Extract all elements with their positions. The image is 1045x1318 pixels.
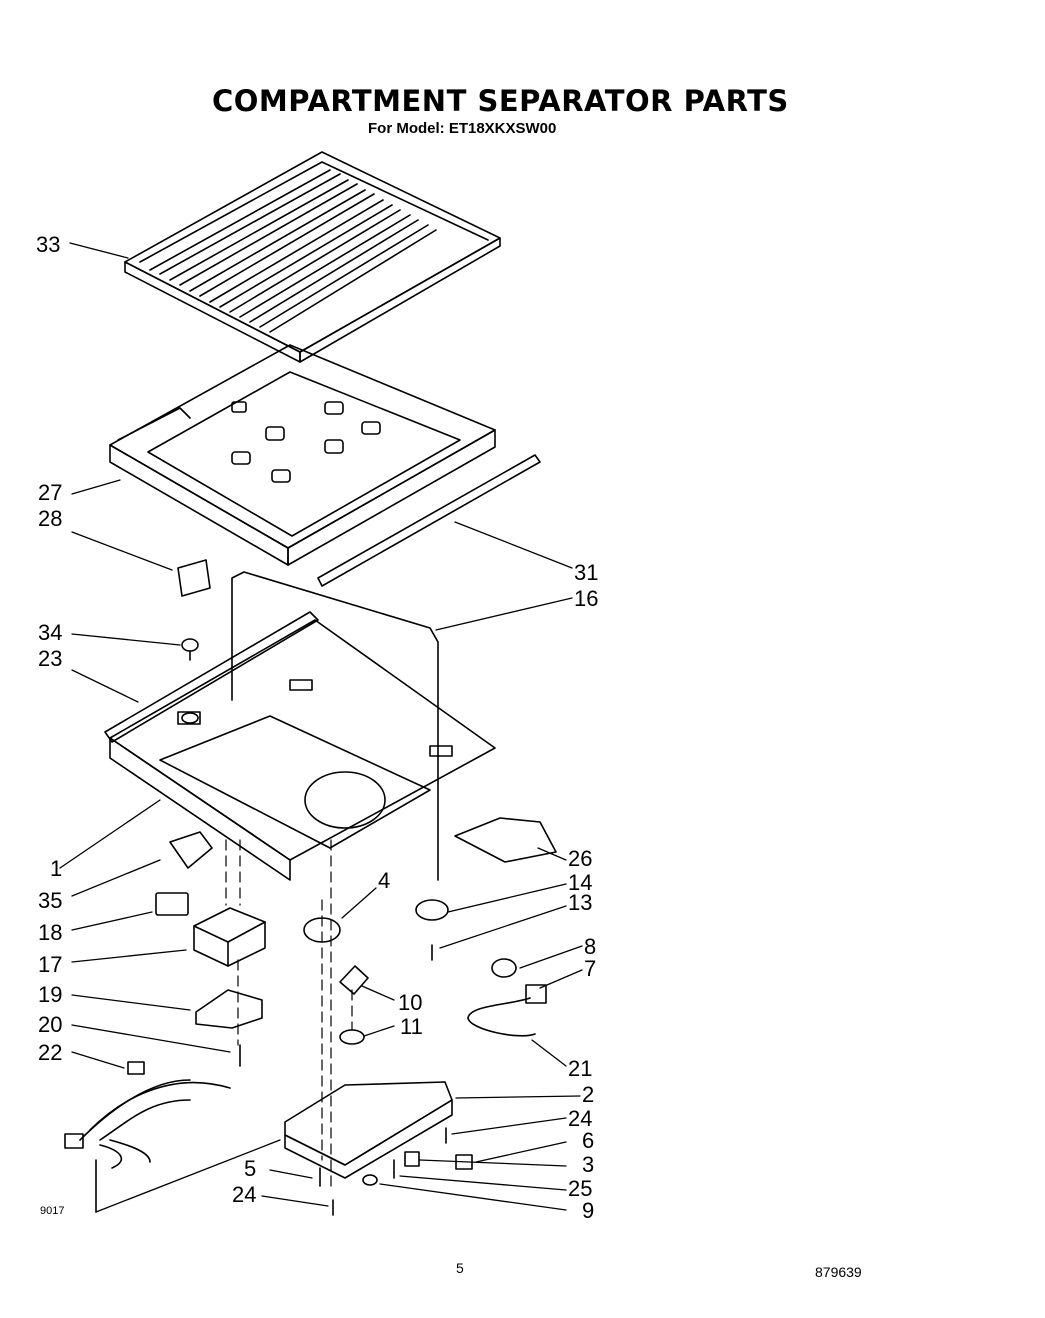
part-16-wire: [231, 571, 439, 881]
leader-lines: [59, 242, 583, 1213]
part-11-knob: [339, 1029, 365, 1045]
callout-24: 24: [568, 1106, 592, 1131]
callout-17: 17: [38, 952, 62, 977]
callout-10: 10: [398, 990, 422, 1015]
callout-14: 14: [568, 870, 592, 895]
callout-28: 28: [38, 506, 62, 531]
callout-11: 11: [400, 1014, 423, 1039]
part-22-wiring-harness: [64, 1061, 231, 1213]
part-19-control: [195, 989, 263, 1029]
callout-35: 35: [38, 888, 62, 913]
part-35-bracket: [169, 831, 213, 869]
part-34-plug: [181, 638, 199, 661]
part-18-clip: [155, 892, 189, 916]
callout-4: 4: [378, 868, 390, 893]
page-title: COMPARTMENT SEPARATOR PARTS: [212, 84, 789, 118]
callout-31: 31: [574, 560, 598, 585]
page-number: 5: [456, 1260, 464, 1276]
illustration-code: 9017: [40, 1205, 65, 1217]
callout-8: 8: [584, 934, 596, 959]
callout-26: 26: [568, 846, 592, 871]
callout-19: 19: [38, 982, 62, 1007]
part-14-grommet: [415, 899, 449, 921]
callout-20: 20: [38, 1012, 62, 1037]
model-subtitle: For Model: ET18XKXSW00: [368, 120, 557, 137]
callout-25: 25: [568, 1176, 592, 1201]
part-10-switch: [339, 965, 369, 995]
callout-34: 34: [38, 620, 62, 645]
callout-7: 7: [584, 956, 596, 981]
part-26-insulation: [454, 817, 557, 863]
callout-27: 27: [38, 480, 62, 505]
part-1-separator-pan: [109, 619, 496, 881]
callout-9: 9: [582, 1198, 594, 1223]
callout-2: 2: [582, 1082, 594, 1107]
callout-labels: 33 27 28 31 16 34 23 1 26 35 4 14 13 18 …: [36, 232, 598, 1223]
part-31-seal-strip: [317, 454, 541, 587]
part-number: 879639: [815, 1264, 862, 1280]
callout-33: 33: [36, 232, 60, 257]
callout-13: 13: [568, 890, 592, 915]
part-3-switch: [404, 1151, 420, 1167]
callout-16: 16: [574, 586, 598, 611]
callout-18: 18: [38, 920, 62, 945]
callout-22: 22: [38, 1040, 62, 1065]
part-9-lens: [362, 1174, 378, 1186]
part-27-separator-frame: [109, 344, 496, 566]
callout-5: 5: [244, 1156, 256, 1181]
callout-24b: 24: [232, 1182, 256, 1207]
callout-1: 1: [50, 856, 62, 881]
callout-6: 6: [582, 1128, 594, 1153]
part-2-lamp-housing: [284, 1081, 453, 1179]
part-17-housing: [193, 907, 266, 967]
alignment-lines: [225, 839, 353, 1191]
part-28-pad: [177, 559, 211, 597]
part-8-bulb: [491, 958, 517, 978]
callout-3: 3: [582, 1152, 594, 1177]
callout-23: 23: [38, 646, 62, 671]
part-21-lamp-wire: [467, 997, 536, 1037]
part-33-grille-cover: [124, 151, 501, 363]
callout-21: 21: [568, 1056, 592, 1081]
part-7-socket: [525, 984, 547, 1004]
